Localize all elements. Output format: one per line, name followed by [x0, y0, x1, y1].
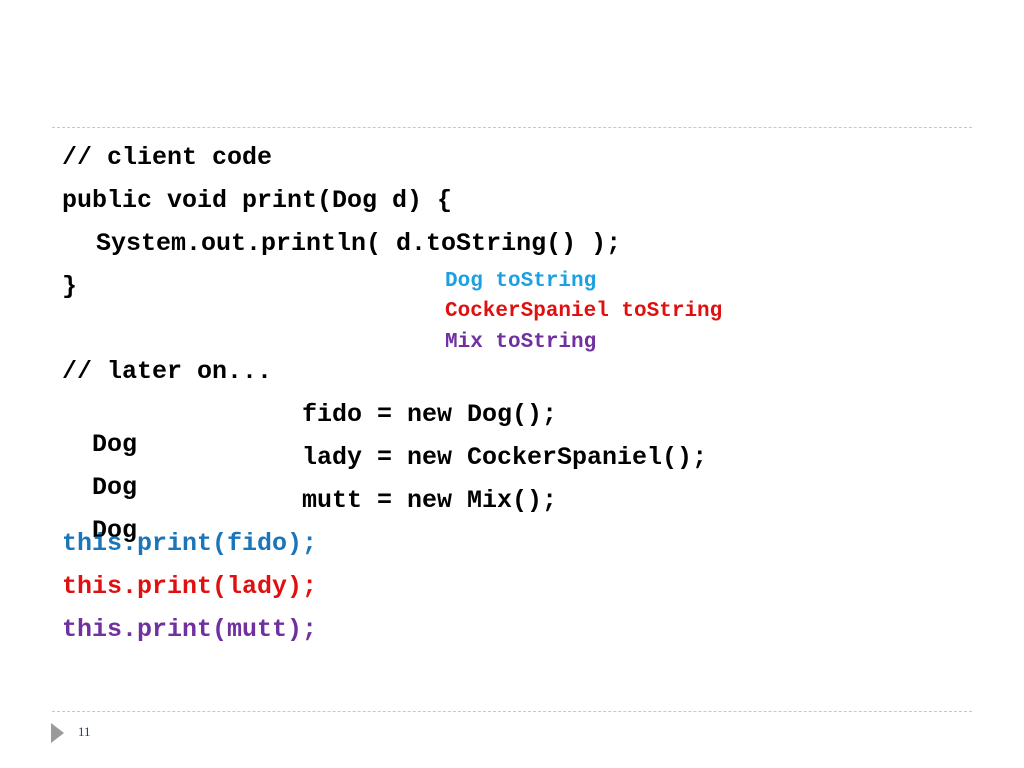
comment-client-code: // client code [62, 143, 273, 172]
decl-lady-type: Dog [92, 473, 138, 502]
decl-fido-type: Dog [92, 430, 138, 459]
bottom-divider [52, 711, 972, 712]
output-dog-tostring: Dog toString [445, 270, 597, 293]
comment-later-on: // later on... [62, 357, 273, 386]
method-signature: public void print(Dog d) { [62, 186, 453, 215]
output-cockerspaniel-tostring: CockerSpaniel toString [445, 300, 723, 323]
decl-lady: Dog lady = new CockerSpaniel(); [62, 443, 782, 533]
slide-bullet-arrow-icon [51, 723, 64, 743]
method-body: System.out.println( d.toString() ); [96, 229, 622, 258]
decl-lady-rest: lady = new CockerSpaniel(); [302, 443, 708, 472]
page-number: 11 [78, 724, 91, 739]
call-print-mutt: this.print(mutt); [62, 615, 318, 644]
top-divider [52, 127, 972, 128]
decl-mutt: Dog mutt = new Mix(); [62, 486, 762, 576]
call-print-fido: this.print(fido); [62, 529, 318, 558]
call-print-lady: this.print(lady); [62, 572, 318, 601]
decl-mutt-rest: mutt = new Mix(); [302, 486, 558, 515]
method-close-brace: } [62, 272, 78, 301]
decl-fido: Dog fido = new Dog(); [62, 400, 762, 490]
output-mix-tostring: Mix toString [445, 331, 597, 354]
decl-fido-rest: fido = new Dog(); [302, 400, 558, 429]
decl-mutt-type: Dog [92, 516, 138, 545]
